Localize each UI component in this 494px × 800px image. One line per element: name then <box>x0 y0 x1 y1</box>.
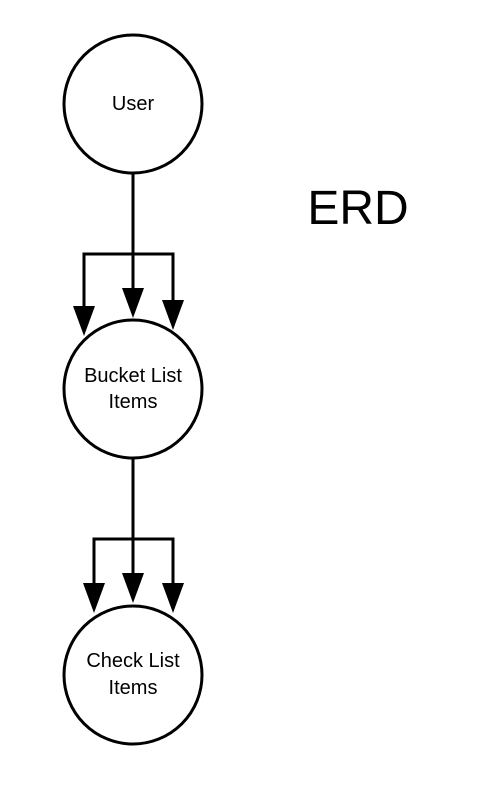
arrowhead-right <box>162 583 184 613</box>
edge-branch-right <box>133 537 175 584</box>
arrowhead-left <box>83 583 105 613</box>
arrowhead-center <box>122 288 144 318</box>
entity-label: User <box>112 93 155 115</box>
entity-node-bucket-list-items[interactable]: Bucket List Items <box>62 318 204 460</box>
diagram-title: ERD <box>307 182 408 235</box>
edge-branch-left <box>82 252 133 306</box>
edge-branch-left <box>92 537 133 584</box>
arrowhead-left <box>73 306 95 336</box>
entity-label-line-2: Items <box>109 677 158 699</box>
edge-branch-right <box>133 252 175 302</box>
edge-bucket-list-items-to-check-list-items <box>83 459 184 613</box>
entity-node-check-list-items[interactable]: Check List Items <box>62 604 204 746</box>
arrowhead-center <box>122 573 144 603</box>
entity-circle <box>62 604 204 746</box>
entity-label-line-1: Check List <box>86 650 180 672</box>
edge-user-to-bucket-list-items <box>73 174 184 336</box>
entity-label-line-1: Bucket List <box>84 365 182 387</box>
entity-label-line-2: Items <box>109 391 158 413</box>
entity-circle <box>62 318 204 460</box>
entity-circle <box>62 33 204 175</box>
entity-node-user[interactable]: User <box>62 33 204 175</box>
arrowhead-right <box>162 300 184 330</box>
